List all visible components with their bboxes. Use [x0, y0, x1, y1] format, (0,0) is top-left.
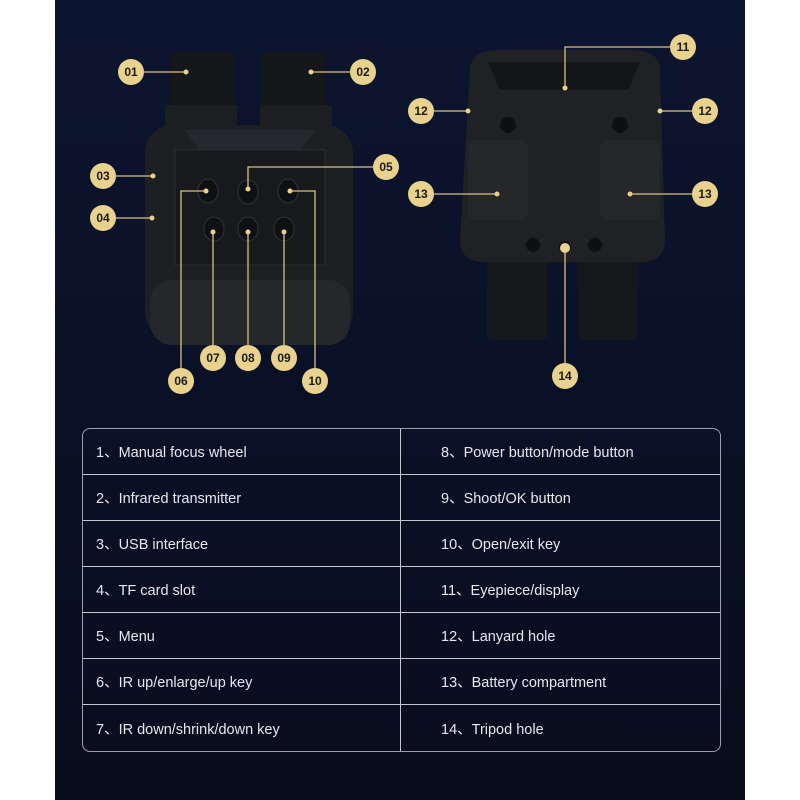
table-cell: 5、Menu: [83, 613, 400, 659]
table-cell: 9、Shoot/OK button: [400, 475, 720, 521]
table-cell: 11、Eyepiece/display: [400, 567, 720, 613]
table-cell: 13、Battery compartment: [400, 659, 720, 705]
table-cell: 14、Tripod hole: [400, 705, 720, 751]
marker-11: 11: [670, 34, 696, 60]
binocular-front-view: [145, 52, 353, 345]
table-cell: 7、IR down/shrink/down key: [96, 721, 280, 738]
table-cell: 10、Open/exit key: [400, 521, 720, 567]
callout-lines: [116, 46, 692, 368]
callout-dots: [149, 69, 663, 253]
table-cell: 2、Infrared transmitter: [83, 475, 400, 521]
product-illustration: [116, 46, 692, 368]
marker-02: 02: [350, 59, 376, 85]
marker-14: 14: [552, 363, 578, 389]
marker-12-right: 12: [692, 98, 718, 124]
marker-13-left: 13: [408, 181, 434, 207]
marker-03: 03: [90, 163, 116, 189]
marker-08: 08: [235, 345, 261, 371]
marker-13-right: 13: [692, 181, 718, 207]
marker-12-left: 12: [408, 98, 434, 124]
binocular-back-view: [460, 50, 665, 340]
marker-04: 04: [90, 205, 116, 231]
parts-table: 1、Manual focus wheel 8、Power button/mode…: [82, 428, 721, 752]
table-cell: 8、Power button/mode button: [400, 429, 720, 475]
table-cell: 1、Manual focus wheel: [83, 429, 400, 475]
marker-09: 09: [271, 345, 297, 371]
marker-05: 05: [373, 154, 399, 180]
table-cell: 12、Lanyard hole: [400, 613, 720, 659]
table-cell: 3、USB interface: [83, 521, 400, 567]
table-cell: 4、TF card slot: [83, 567, 400, 613]
marker-07: 07: [200, 345, 226, 371]
marker-10: 10: [302, 368, 328, 394]
marker-06: 06: [168, 368, 194, 394]
marker-01: 01: [118, 59, 144, 85]
table-cell: 6、IR up/enlarge/up key: [83, 659, 400, 705]
